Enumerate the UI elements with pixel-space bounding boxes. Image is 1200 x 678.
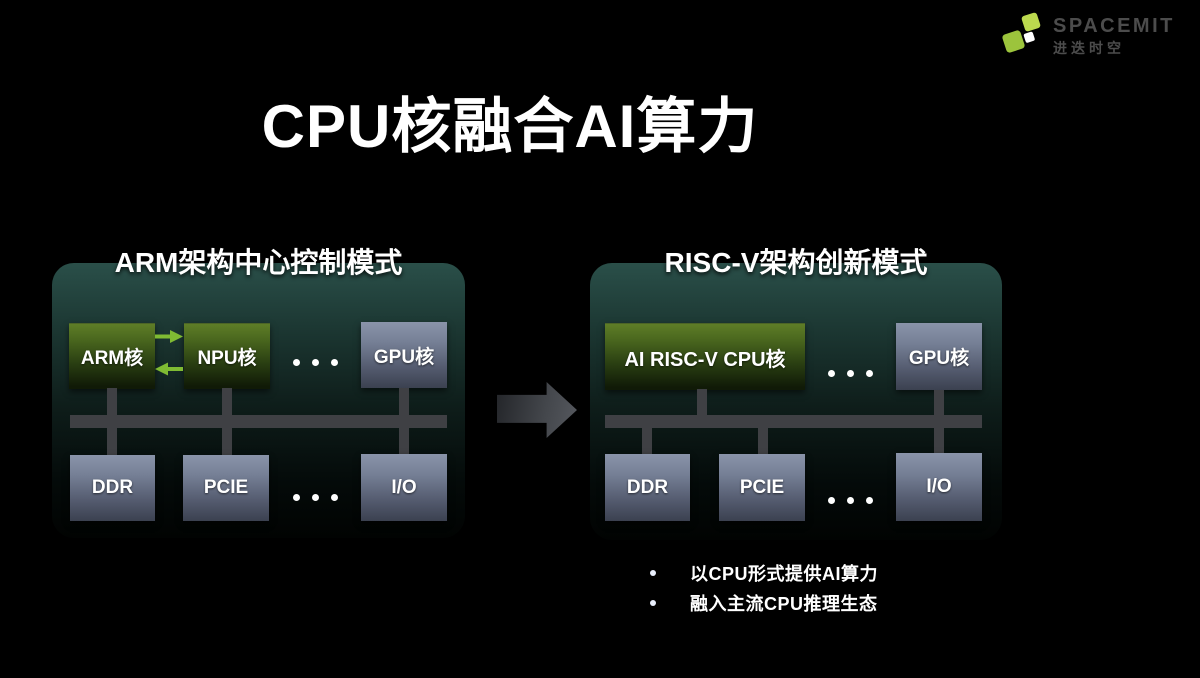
ellipsis-dots — [828, 497, 873, 504]
bullet-item: 以CPU形式提供AI算力 — [650, 558, 878, 588]
bus-connector — [758, 428, 768, 454]
arm-core-label: ARM核 — [80, 348, 144, 369]
arm-panel-title: ARM架构中心控制模式 — [114, 247, 403, 278]
gpu-core-label: GPU核 — [908, 348, 970, 369]
brand-text: SPACEMIT 进迭时空 — [1053, 16, 1175, 55]
spacemit-logo-icon — [1002, 12, 1041, 53]
system-bus — [605, 415, 982, 428]
system-bus — [70, 415, 447, 428]
npu-core-box: NPU核 — [184, 323, 270, 389]
brand-logo: SPACEMIT 进迭时空 — [1001, 11, 1175, 57]
riscv-mode-panel: AI RISC-V CPU核 GPU核 DDR PCIE I/O — [590, 263, 1002, 540]
gpu-core-label: GPU核 — [373, 346, 435, 368]
ellipsis-dots — [293, 494, 338, 501]
io-box: I/O — [361, 454, 447, 521]
bus-connector — [697, 389, 707, 415]
brand-name-cn: 进迭时空 — [1053, 40, 1125, 56]
ddr-label: DDR — [91, 477, 134, 498]
pcie-box: PCIE — [719, 454, 805, 521]
ai-riscv-cpu-core-label: AI RISC-V CPU核 — [624, 348, 786, 371]
ellipsis-dots — [828, 370, 873, 377]
bus-connector — [642, 428, 652, 454]
io-label: I/O — [926, 476, 952, 497]
io-label: I/O — [391, 476, 417, 498]
gpu-core-box: GPU核 — [896, 323, 982, 390]
pcie-label: PCIE — [203, 477, 249, 498]
slide-title: CPU核融合AI算力 — [261, 93, 759, 160]
gpu-core-box: GPU核 — [361, 322, 447, 388]
bullet-item: 融入主流CPU推理生态 — [650, 588, 878, 618]
transform-arrow-icon — [497, 382, 577, 438]
io-box: I/O — [896, 453, 982, 521]
arm-core-box: ARM核 — [69, 323, 155, 389]
ddr-box: DDR — [605, 454, 690, 521]
pcie-label: PCIE — [739, 476, 785, 498]
bullet-dot-icon — [650, 570, 656, 576]
ddr-label: DDR — [626, 476, 669, 498]
pcie-box: PCIE — [183, 455, 269, 521]
bidirectional-arrows-icon — [155, 330, 183, 376]
arm-mode-panel: ARM核 NPU核 GPU核 DDR PCIE I/O — [52, 263, 465, 538]
bullet-text: 融入主流CPU推理生态 — [690, 594, 878, 614]
npu-core-label: NPU核 — [197, 348, 257, 369]
brand-name: SPACEMIT — [1053, 15, 1175, 37]
bullet-dot-icon — [650, 600, 656, 606]
bullet-text: 以CPU形式提供AI算力 — [690, 564, 879, 584]
ai-riscv-cpu-core-box: AI RISC-V CPU核 — [605, 323, 805, 390]
bullet-list: 以CPU形式提供AI算力 融入主流CPU推理生态 — [650, 558, 878, 618]
ellipsis-dots — [293, 359, 338, 366]
ddr-box: DDR — [70, 455, 155, 521]
riscv-panel-title: RISC-V架构创新模式 — [664, 247, 928, 278]
